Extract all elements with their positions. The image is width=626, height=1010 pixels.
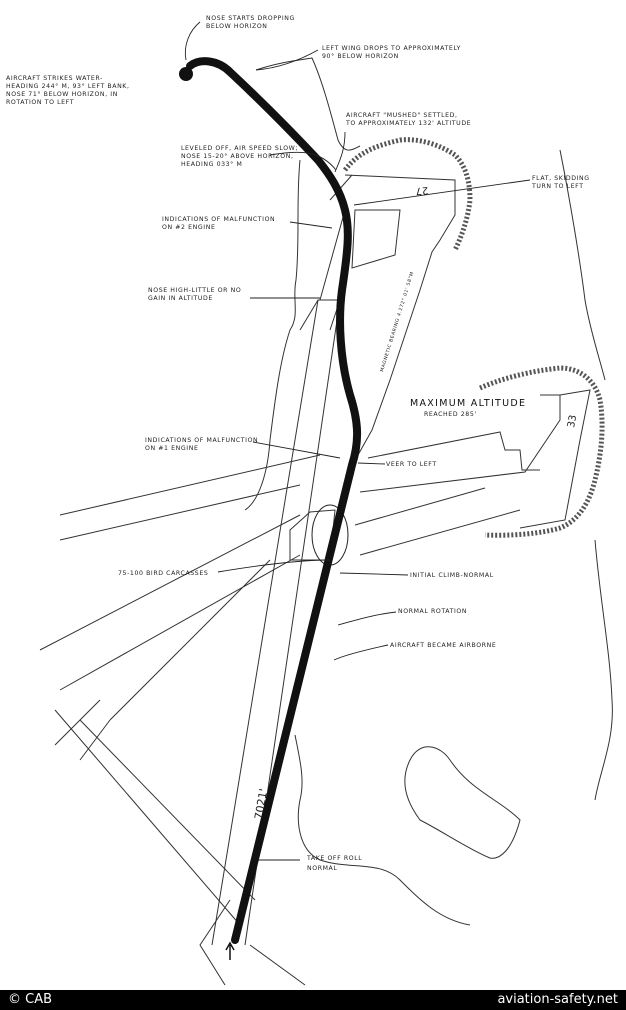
label-malfunction-1: INDICATIONS OF MALFUNCTION ON #1 ENGINE bbox=[145, 437, 261, 452]
footer-bar: © CAB aviation-safety.net bbox=[0, 990, 626, 1010]
leader-birds bbox=[217, 559, 331, 573]
crossing-runway-upper bbox=[59, 394, 561, 541]
leader-rotation bbox=[337, 611, 397, 626]
runway-33-number: 33 bbox=[566, 414, 579, 428]
label-strikes-water: AIRCRAFT STRIKES WATER- HEADING 244° M, … bbox=[6, 75, 132, 106]
label-became-airborne: AIRCRAFT BECAME AIRBORNE bbox=[390, 642, 496, 649]
label-bird-carcasses: 75-100 BIRD CARCASSES bbox=[118, 570, 208, 577]
leader-mushed bbox=[334, 131, 346, 173]
label-flat-skid: FLAT, SKIDDING TURN TO LEFT bbox=[531, 175, 592, 190]
label-malfunction-2: INDICATIONS OF MALFUNCTION ON #2 ENGINE bbox=[162, 216, 278, 231]
leader-flat-skid bbox=[353, 179, 531, 206]
main-runway-top bbox=[299, 299, 341, 331]
leader-leveled bbox=[269, 151, 337, 171]
main-runway-left-edge bbox=[211, 299, 319, 946]
crossing-runway-lower bbox=[39, 487, 521, 691]
leader-malf2 bbox=[289, 221, 333, 229]
runway-27-outline bbox=[344, 174, 456, 456]
impact-point bbox=[179, 67, 193, 81]
leader-initial-climb bbox=[339, 572, 409, 576]
label-nose-dropping: NOSE STARTS DROPPING BELOW HORIZON bbox=[206, 15, 298, 30]
credit-text: © CAB bbox=[8, 992, 53, 1007]
label-mushed: AIRCRAFT "MUSHED" SETTLED, TO APPROXIMAT… bbox=[345, 112, 471, 127]
leader-malf1 bbox=[252, 441, 341, 459]
label-veer-left: VEER TO LEFT bbox=[386, 461, 437, 468]
leader-airborne bbox=[333, 644, 389, 661]
taxiway-lower-left bbox=[54, 699, 256, 926]
leader-left-wing bbox=[255, 49, 319, 71]
shoreline bbox=[244, 57, 613, 859]
leader-veer-left bbox=[357, 462, 386, 465]
leader-nose-dropping bbox=[184, 21, 201, 61]
label-initial-climb: INITIAL CLIMB-NORMAL bbox=[410, 572, 494, 579]
label-max-altitude: MAXIMUM ALTITUDE bbox=[410, 398, 526, 409]
runway-27-number: 27 bbox=[415, 184, 429, 196]
takeoff-arrow bbox=[225, 941, 235, 960]
label-left-wing: LEFT WING DROPS TO APPROXIMATELY 90° BEL… bbox=[322, 45, 464, 60]
site-text[interactable]: aviation-safety.net bbox=[497, 992, 618, 1007]
taxiway-lower-right bbox=[109, 559, 306, 986]
seawall-east bbox=[479, 365, 605, 538]
lower-shoreline bbox=[294, 734, 471, 926]
runway-length-label: 7021' bbox=[252, 788, 270, 821]
label-leveled-off: LEVELED OFF, AIR SPEED SLOW; NOSE 15-20°… bbox=[181, 145, 301, 168]
runway-33-outline bbox=[519, 389, 591, 529]
seawall-north bbox=[343, 137, 473, 252]
label-nose-high: NOSE HIGH-LITTLE OR NO GAIN IN ALTITUDE bbox=[148, 287, 244, 302]
runway-27-outline-inner bbox=[319, 174, 401, 301]
flight-path bbox=[186, 57, 362, 944]
label-max-altitude-sub: REACHED 285' bbox=[424, 411, 477, 418]
label-normal-rotation: NORMAL ROTATION bbox=[398, 608, 467, 615]
label-takeoff-roll: TAKE OFF ROLL NORMAL bbox=[306, 855, 365, 872]
